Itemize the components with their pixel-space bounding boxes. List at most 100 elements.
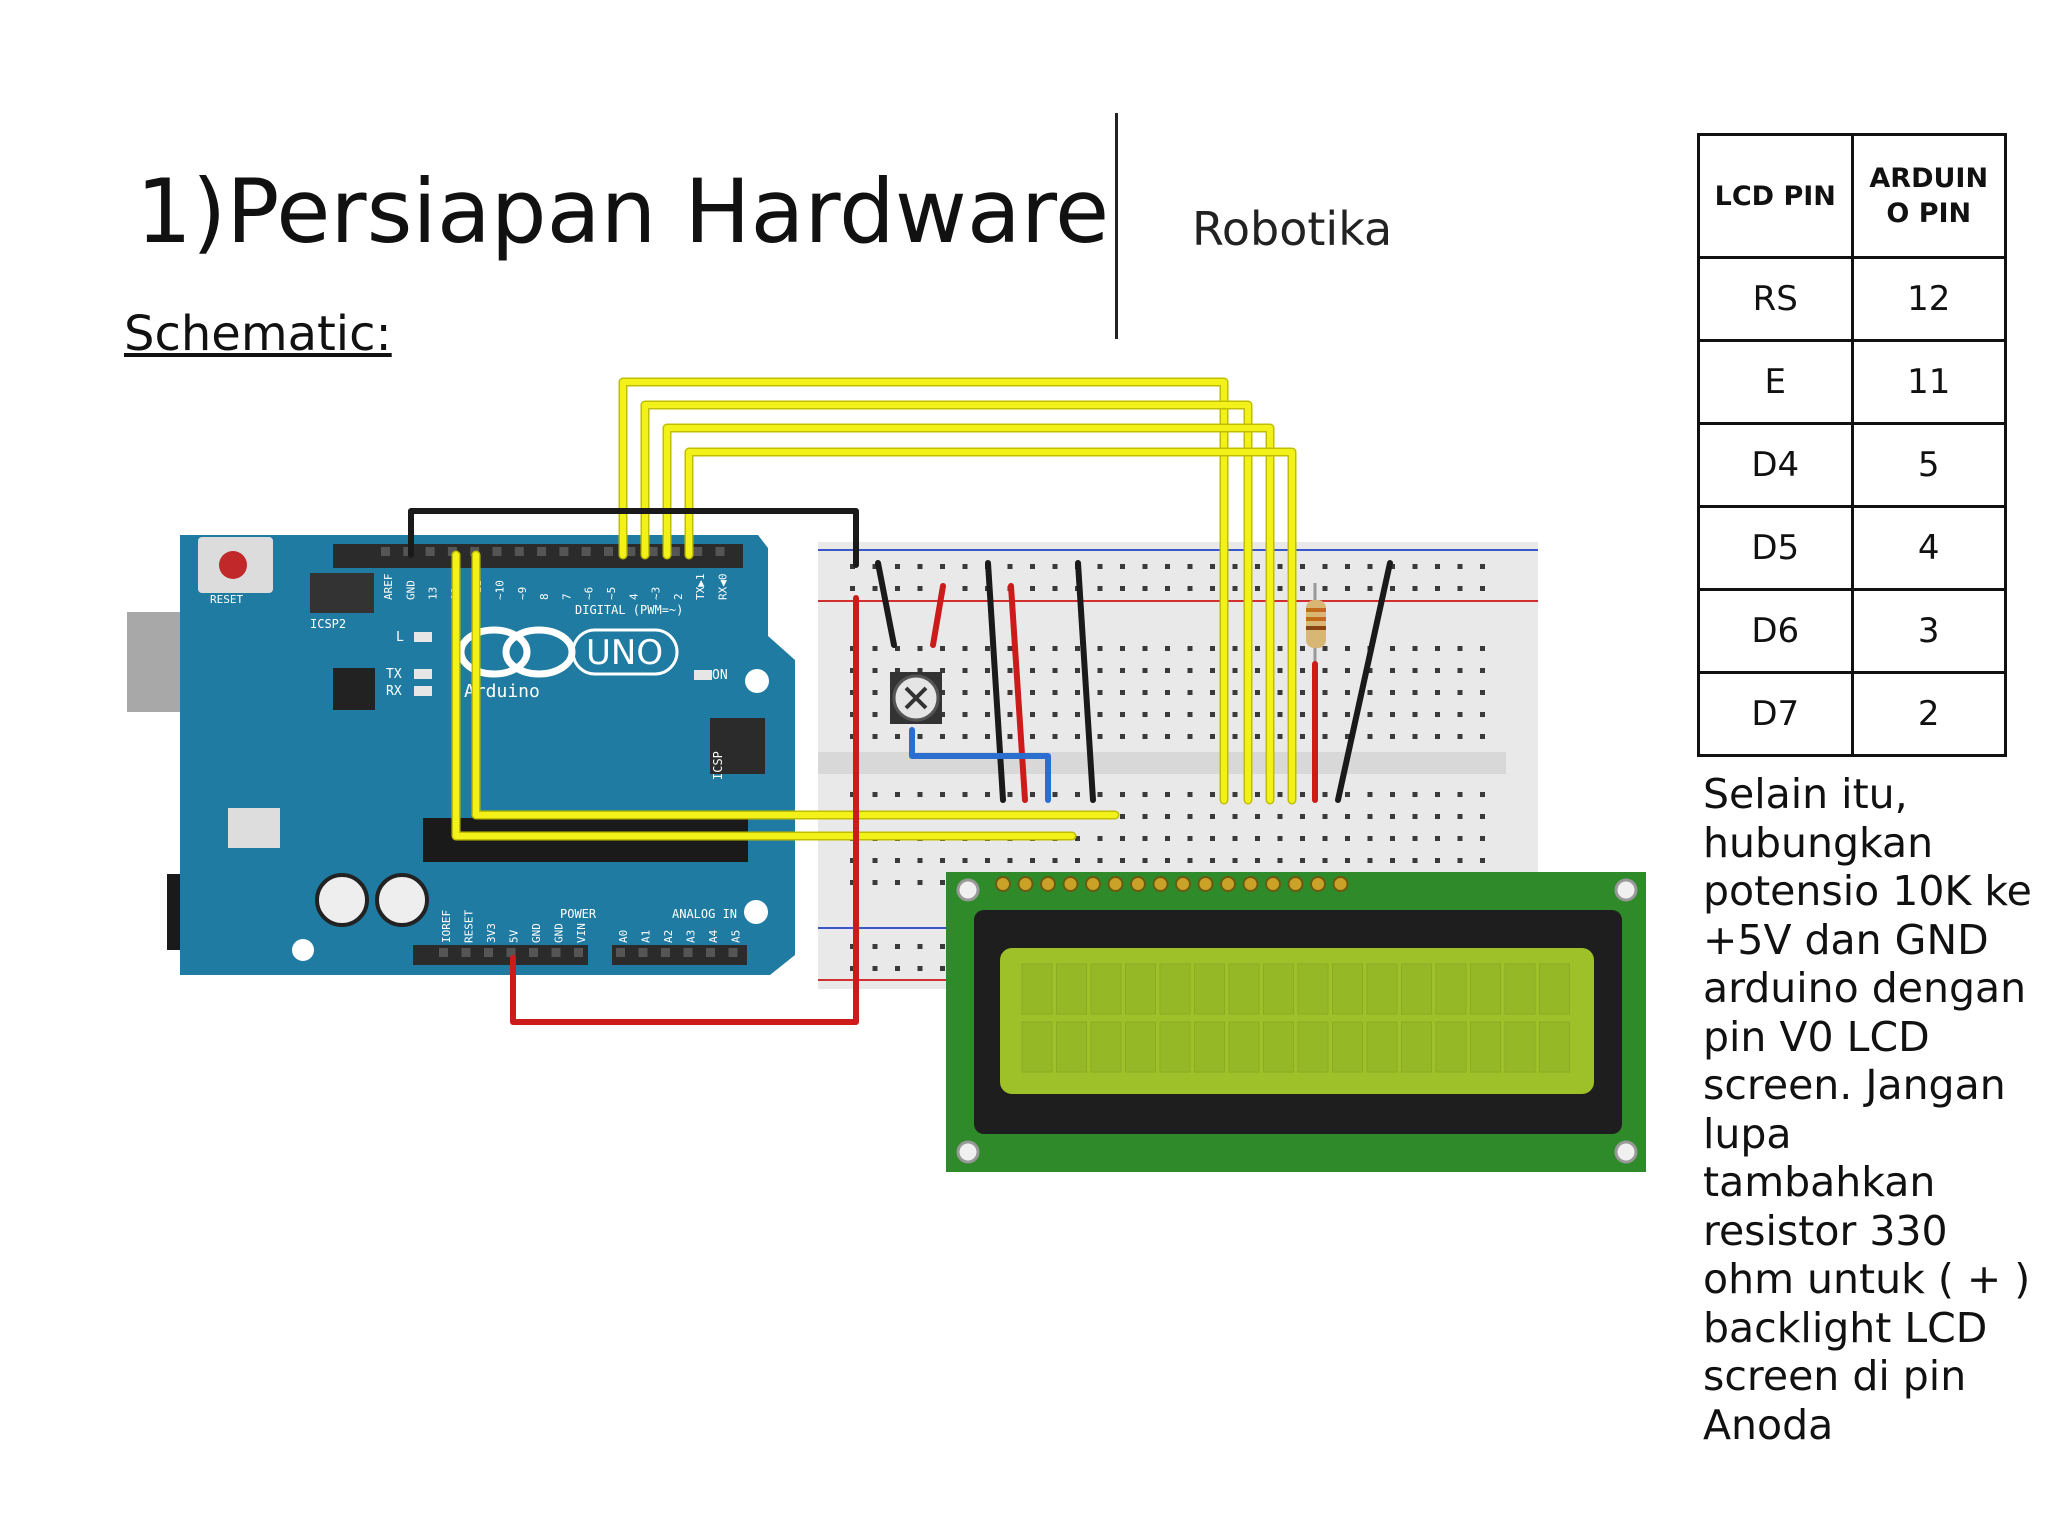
lcd-character-cell xyxy=(1125,1021,1156,1073)
lcd-character-cell xyxy=(1470,963,1501,1015)
breadboard-hole xyxy=(1390,668,1395,673)
breadboard-hole xyxy=(1232,690,1238,695)
lcd-character-cell xyxy=(1056,1021,1087,1073)
breadboard-hole xyxy=(1075,646,1080,651)
breadboard-hole xyxy=(1075,690,1080,695)
breadboard-hole xyxy=(1322,734,1328,739)
breadboard-hole xyxy=(1210,836,1215,841)
lcd-character-cell xyxy=(1470,1021,1501,1073)
breadboard-hole xyxy=(895,880,900,885)
breadboard-hole xyxy=(1210,564,1215,569)
breadboard-hole xyxy=(985,792,990,797)
digital-pin-label: ~5 xyxy=(605,587,618,600)
breadboard-hole xyxy=(1390,858,1395,863)
wire-red-5v xyxy=(510,595,859,1025)
breadboard-hole xyxy=(1367,858,1373,863)
breadboard-hole xyxy=(850,646,855,651)
breadboard-hole xyxy=(1097,712,1103,717)
breadboard-hole xyxy=(1007,646,1013,651)
capacitor-right xyxy=(375,873,429,927)
breadboard-hole xyxy=(1345,814,1350,819)
breadboard-hole xyxy=(940,858,945,863)
arduino-pin-cell: 5 xyxy=(1850,422,2007,508)
breadboard-hole xyxy=(850,966,855,971)
breadboard-hole xyxy=(1142,564,1148,569)
analog-pin-label: A1 xyxy=(640,930,653,943)
breadboard-hole xyxy=(1300,586,1305,591)
lcd-pin xyxy=(1152,876,1169,892)
header-pin-socket xyxy=(537,547,547,556)
breadboard-hole xyxy=(1007,690,1013,695)
header-pin-socket xyxy=(638,948,648,957)
breadboard-hole xyxy=(1097,836,1103,841)
breadboard-hole xyxy=(1165,836,1170,841)
header-pin-socket xyxy=(484,948,493,957)
breadboard-hole xyxy=(1120,564,1125,569)
breadboard-hole xyxy=(1300,690,1305,695)
breadboard-hole xyxy=(1007,858,1013,863)
breadboard-hole xyxy=(895,668,900,673)
breadboard-hole xyxy=(962,646,968,651)
breadboard-hole xyxy=(1390,564,1395,569)
header-pin-socket xyxy=(559,547,569,556)
lcd-pin xyxy=(1287,876,1304,892)
breadboard-hole xyxy=(985,668,990,673)
breadboard-hole xyxy=(1120,668,1125,673)
lcd-pin xyxy=(1310,876,1326,892)
breadboard-hole xyxy=(895,646,900,651)
breadboard-hole xyxy=(1165,712,1170,717)
header-pin-socket xyxy=(529,948,538,957)
lcd-character-cell xyxy=(1539,963,1570,1015)
breadboard-hole xyxy=(1165,668,1170,673)
breadboard-hole xyxy=(1435,734,1440,739)
power-header xyxy=(413,945,588,965)
header-pin-socket xyxy=(661,948,670,957)
lcd-character-cell xyxy=(1263,1021,1294,1073)
breadboard-hole xyxy=(1142,858,1148,863)
breadboard-hole xyxy=(1435,586,1440,591)
lcd-pin xyxy=(1220,876,1236,892)
breadboard-hole xyxy=(872,880,878,885)
breadboard-hole xyxy=(1075,668,1080,673)
breadboard-hole xyxy=(1345,734,1350,739)
l-led-label: L xyxy=(396,630,404,645)
analog-pin-label: A5 xyxy=(730,930,743,943)
breadboard-hole xyxy=(1277,646,1283,651)
breadboard-hole xyxy=(940,944,945,949)
analog-header xyxy=(612,945,747,965)
breadboard-hole xyxy=(895,792,900,797)
breadboard-hole xyxy=(1007,792,1013,797)
breadboard-hole xyxy=(917,880,923,885)
breadboard-hole xyxy=(962,690,968,695)
header-pin-socket xyxy=(492,547,502,556)
power-pin-label: GND xyxy=(553,923,566,943)
lcd-pin xyxy=(1197,876,1214,892)
breadboard-hole xyxy=(1457,712,1463,717)
breadboard-hole xyxy=(1187,586,1193,591)
breadboard-hole xyxy=(1412,646,1418,651)
breadboard-hole xyxy=(1322,858,1328,863)
breadboard-hole xyxy=(1120,858,1125,863)
breadboard-hole xyxy=(1322,836,1328,841)
breadboard-hole xyxy=(1255,734,1260,739)
breadboard-hole xyxy=(1187,814,1193,819)
header-pin-socket xyxy=(706,948,715,957)
lcd-character-cell xyxy=(1401,1021,1432,1073)
breadboard-hole xyxy=(1412,858,1418,863)
breadboard-hole xyxy=(1435,858,1440,863)
lcd-character-cell xyxy=(1228,963,1260,1015)
breadboard-hole xyxy=(940,792,945,797)
icsp-label: ICSP xyxy=(711,751,725,780)
breadboard-hole xyxy=(1052,668,1058,673)
header-pin-socket xyxy=(425,547,435,556)
breadboard-hole xyxy=(1232,814,1238,819)
arduino-brand-label: Arduino xyxy=(464,681,540,702)
breadboard-hole xyxy=(1345,836,1350,841)
breadboard-hole xyxy=(1435,690,1440,695)
header-pin-socket xyxy=(581,547,591,556)
breadboard-hole xyxy=(1097,690,1103,695)
breadboard-hole xyxy=(1412,814,1418,819)
breadboard-hole xyxy=(1097,734,1103,739)
